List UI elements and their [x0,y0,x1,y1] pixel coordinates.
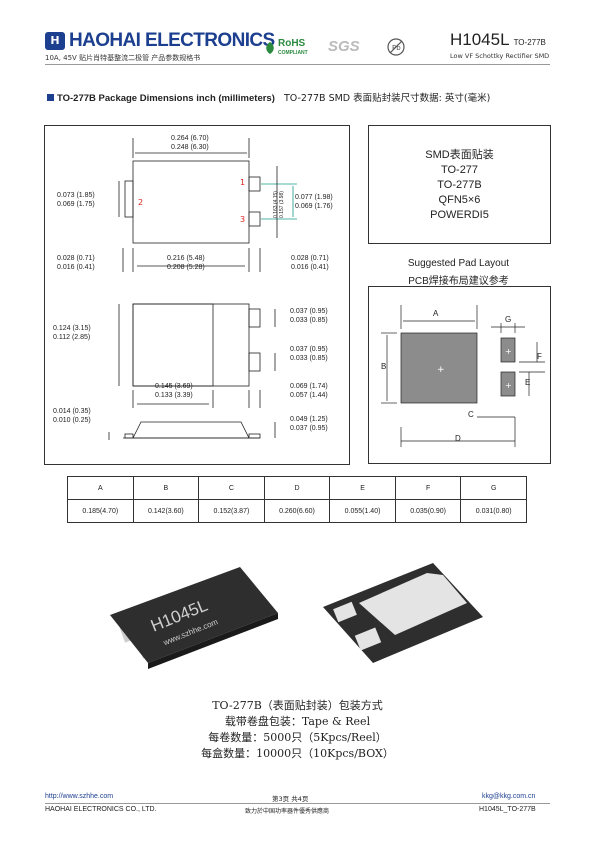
product-photo-top: H1045L www.szhhe.com [100,555,290,675]
packaging-per-reel: 每卷数量：5000只（5Kpcs/Reel） [208,731,387,744]
pin-2-label: 2 [138,198,144,207]
pad-label-a: A [433,309,439,318]
packaging-per-box: 每盒数量：10000只（10Kpcs/BOX） [201,747,394,760]
footer-divider [45,803,550,804]
pin-3-label: 3 [240,215,246,224]
product-photo-bottom [315,555,495,675]
table-cell: 0.260(6.60) [263,499,331,523]
footer-url[interactable]: http://www.szhhe.com [45,793,114,800]
pad-layout-title: Suggested Pad Layout [407,258,510,269]
rohs-icon [265,40,276,54]
table-header-row: A B C D E F G [67,476,527,500]
pb-free-icon: Pb [387,38,405,56]
footer-doc: H1045L_TO-277B [479,806,536,813]
dim-side-height: 0.049 (1.25)0.037 (0.95) [290,416,328,432]
table-header-cell: G [460,476,527,500]
footer-company: HAOHAI ELECTRONICS CO., LTD. [45,806,157,813]
svg-text:+: + [505,347,512,356]
table-cell: 0.035(0.90) [394,499,462,523]
name-powerdi5: POWERDI5 [430,209,489,221]
table-cell: 0.185(4.70) [67,499,134,523]
pad-label-f: F [537,352,542,361]
table-cell: 0.031(0.80) [460,499,527,523]
pb-label: Pb [392,44,401,52]
table-header-cell: A [67,476,134,500]
svg-text:+: + [437,365,445,375]
dim-right-height: 0.077 (1.98)0.069 (1.76) [295,194,333,210]
table-cell: 0.142(3.60) [132,499,200,523]
table-header-cell: F [394,476,462,500]
dim-mid-width: 0.216 (5.48)0.208 (5.28) [167,255,205,271]
pad-label-b: B [381,362,387,371]
table-row: 0.185(4.70) 0.142(3.60) 0.152(3.87) 0.26… [67,499,527,523]
dim-pad-offset: 0.069 (1.74)0.057 (1.44) [290,383,328,399]
brand-name: HAOHAI ELECTRONICS [69,30,275,51]
table-cell: 0.152(3.87) [198,499,265,523]
packaging-reel: 载带卷盘包装：Tape & Reel [224,715,371,728]
dim-pin-right: 0.028 (0.71)0.016 (0.41) [291,255,329,271]
packaging-info: TO-277B（表面贴封装）包装方式 载带卷盘包装：Tape & Reel 每卷… [0,698,595,762]
dim-left-height: 0.073 (1.85)0.069 (1.75) [57,192,95,208]
dim-pin-left: 0.028 (0.71)0.016 (0.41) [57,255,95,271]
dim-bottom-height: 0.124 (3.15)0.112 (2.85) [53,325,91,341]
rohs-label: RoHS [278,38,306,49]
name-smd: SMD表面贴装 [425,149,494,161]
header-divider [45,64,550,65]
footer-email[interactable]: kkg@kkg.com.cn [482,793,536,800]
pad-label-e: E [525,378,531,387]
company-logo: H [45,32,65,50]
name-to277: TO-277 [440,164,479,176]
svg-text:+: + [505,381,512,390]
dim-top-width: 0.264 (6.70)0.248 (6.30) [171,135,209,151]
footer-page: 第3页 共4页 [272,795,309,803]
pad-label-g: G [505,315,512,324]
section-title: TO-277B Package Dimensions inch (millime… [47,90,490,104]
pad-layout-title-cn: PCB焊接布局建议参考 [408,276,509,287]
sgs-logo: SGS [328,38,360,55]
dim-pad-height-bottom: 0.037 (0.95)0.033 (0.85) [290,346,328,362]
dim-pad-width: 0.145 (3.69)0.133 (3.39) [155,383,193,399]
header-subtitle: 10A, 45V 贴片肖特基整流二极管 产品参数规格书 [45,54,201,62]
footer-slogan: 致力於中国功率器件優秀供應商 [245,809,330,815]
table-cell: 0.055(1.40) [329,499,396,523]
table-header-cell: B [132,476,200,500]
package-outline-svg [108,138,297,440]
dim-pad-height-top: 0.037 (0.95)0.033 (0.85) [290,308,328,324]
packaging-title: TO-277B（表面贴封装）包装方式 [212,699,383,712]
name-to277b: TO-277B [437,179,482,191]
dim-vertical: 0.163 (4.15)0.157 (3.98) [273,191,285,218]
table-header-cell: E [329,476,396,500]
bullet-square-icon [47,94,54,101]
table-header-cell: D [263,476,331,500]
pad-layout-drawing: + + + A B C D E F G [368,286,551,464]
part-description: Low VF Schottky Rectifier SMD [450,52,550,60]
package-drawing: 0.264 (6.70)0.248 (6.30) 0.073 (1.85)0.0… [44,125,350,465]
rohs-compliant: COMPLIANT [278,50,308,56]
pin-1-label: 1 [240,178,246,187]
name-qfn: QFN5×6 [438,194,481,206]
package-names-box: SMD表面贴装 TO-277 TO-277B QFN5×6 POWERDI5 [368,125,551,244]
pad-label-d: D [455,434,461,443]
pad-label-c: C [468,410,474,419]
dim-side-thickness: 0.014 (0.35)0.010 (0.25) [53,408,91,424]
dimension-table: A B C D E F G 0.185(4.70) 0.142(3.60) 0.… [67,476,527,523]
table-header-cell: C [198,476,265,500]
